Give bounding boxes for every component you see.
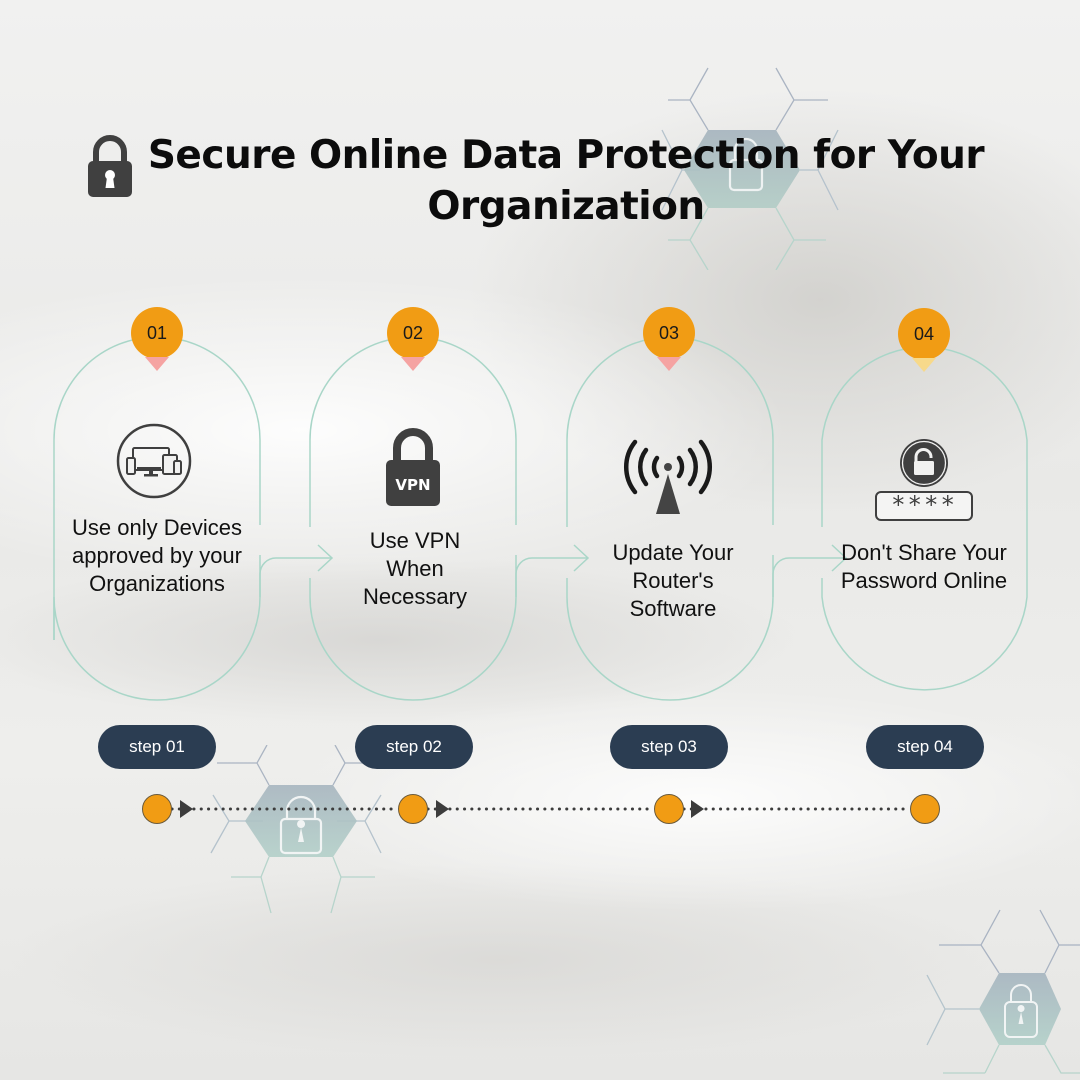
hex-lock-decoration-bottom-right: [926, 909, 1080, 1074]
timeline-node-1: [142, 794, 172, 824]
timeline-node-3: [654, 794, 684, 824]
padlock-icon: [88, 135, 132, 197]
vpn-lock-icon: VPN: [386, 428, 440, 506]
step-description: Update Your Router's Software: [612, 540, 734, 621]
title-block: Secure Online Data Protection for Your O…: [80, 130, 1000, 232]
timeline-node-2: [398, 794, 428, 824]
router-signal-icon: [624, 439, 712, 514]
timeline-arrows: [180, 800, 704, 818]
hex-lock-decoration-top: [661, 67, 839, 270]
step-label-pill: step 01: [98, 725, 216, 769]
step-description: Use only Devices approved by your Organi…: [72, 515, 242, 596]
badge-pointer: [145, 357, 169, 371]
step-label-pill: step 02: [355, 725, 473, 769]
step-number-badge: 02: [387, 307, 439, 359]
hex-lock-decoration-middle: [210, 745, 385, 914]
svg-text:****: ****: [891, 491, 957, 519]
card-outline-4: [821, 346, 1028, 691]
timeline-node-4: [910, 794, 940, 824]
badge-pointer: [657, 357, 681, 371]
page-title: Secure Online Data Protection for Your O…: [147, 133, 985, 229]
step-label-pill: step 03: [610, 725, 728, 769]
badge-pointer: [401, 357, 425, 371]
step-number-badge: 04: [898, 308, 950, 360]
step-number-badge: 03: [643, 307, 695, 359]
password-lock-icon: ****: [875, 439, 973, 521]
step-description: Don't Share Your Password Online: [840, 540, 1008, 593]
step-description: Use VPN When Necessary: [363, 528, 467, 609]
step-number-badge: 01: [131, 307, 183, 359]
step-label-pill: step 04: [866, 725, 984, 769]
devices-icon: [116, 423, 192, 499]
badge-pointer: [912, 358, 936, 372]
svg-text:VPN: VPN: [395, 476, 430, 494]
